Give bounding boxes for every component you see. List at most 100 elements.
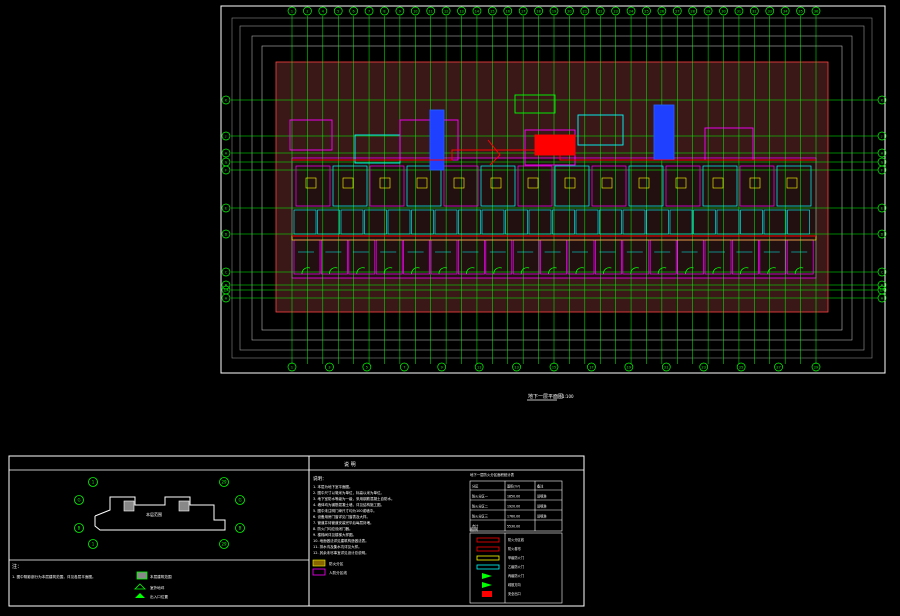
area-cell: 防火分区三 (472, 514, 488, 519)
axis-label-top: 12 (444, 10, 448, 14)
axis-bubble-bottom (325, 362, 334, 372)
equipment (638, 177, 650, 189)
axis-label-left: 1/A (223, 288, 229, 292)
legend-symbol (476, 537, 500, 543)
axis-label-top: 24 (629, 10, 633, 14)
axis-label-bottom: 27 (776, 366, 780, 370)
corridor-room (763, 209, 787, 235)
legend-item-label: 安全出口 (508, 591, 521, 596)
equipment (527, 177, 539, 189)
axis-bubble-right (877, 203, 887, 213)
axis-label-top: 30 (721, 10, 725, 14)
swatch-civil-defense (312, 568, 326, 576)
notes-lines: 1. 本层为地下室平面图。2. 图中尺寸以毫米为单位，标高以米为单位。3. 地下… (313, 484, 394, 555)
axis-label-left: E (225, 206, 227, 210)
note-line: 4. 墙体均为钢筋混凝土墙，详见结构施工图。 (313, 502, 384, 507)
key-legend-1: 室外地坪 (150, 585, 165, 590)
legend-symbol (482, 591, 492, 597)
axis-bubble-top (410, 6, 420, 16)
axis-bubble-top (534, 6, 543, 16)
axis-bubble-top (488, 6, 497, 16)
axis-label-top: 9 (399, 10, 401, 14)
axis-label-left: H (225, 151, 228, 155)
equipment (490, 177, 502, 189)
legend-table-grid (469, 532, 563, 604)
upper-room (702, 165, 738, 207)
axis-label-top: 4 (322, 10, 324, 14)
area-cell: 合计 (472, 524, 479, 529)
key-plan-note: 1. 图中阴影部分为本层建筑范围，详见各层平面图。 (12, 574, 96, 579)
axis-bubble-right (877, 280, 887, 290)
upper-room (295, 165, 331, 207)
door-swing (493, 267, 502, 275)
axis-label-top: 5 (337, 10, 339, 14)
axis-label-bottom: 13 (514, 366, 518, 370)
legend-item-label: 甲级防火门 (508, 555, 524, 560)
axis-bubble-left (221, 165, 231, 175)
axis-bubble-top (380, 6, 389, 16)
axis-label-top: 23 (613, 10, 617, 14)
key-plan-block-label: 本层范围 (146, 511, 162, 517)
area-table-grid (469, 480, 563, 532)
legend-symbol (482, 573, 492, 579)
axis-label-right: B (881, 283, 883, 287)
axis-label-bottom: 5 (366, 366, 368, 370)
legend-symbol (482, 582, 492, 588)
legend-item-label: 防火分区线 (508, 537, 525, 542)
upper-room (776, 165, 812, 207)
axis-label-top: 21 (583, 10, 587, 14)
upper-room (332, 165, 368, 207)
swatch-label-1: 人防分区线 (329, 570, 347, 575)
door-swing (739, 267, 749, 275)
axis-label-top: 28 (691, 10, 695, 14)
axis-label-left: F (225, 168, 227, 172)
axis-label-right: G (881, 160, 884, 164)
axis-bubble-top (457, 6, 466, 16)
note-line: 10. 地面做法详见建筑构造做法表。 (313, 538, 369, 543)
axis-label-top: 2 (306, 10, 308, 14)
axis-label-top: 29 (706, 10, 710, 14)
door-swing (575, 267, 585, 275)
axis-label-right: J (881, 134, 883, 138)
axis-label-top: 32 (752, 10, 756, 14)
axis-bubble-right (877, 229, 887, 239)
key-axis-label: 29 (221, 480, 227, 485)
axis-label-top: 7 (368, 10, 370, 14)
area-cell: 防火分区一 (472, 494, 489, 499)
equipment (416, 177, 428, 189)
axis-bubble-left (221, 229, 231, 239)
note-line: 7. 管道井待管道安装完毕后每层封堵。 (313, 520, 373, 525)
axis-bubble-bottom (699, 362, 709, 372)
notes-header: 说 明 (344, 461, 356, 468)
door-swing (630, 267, 639, 275)
legend-item-label: 防火卷帘 (508, 546, 521, 551)
axis-label-top: 22 (598, 10, 602, 14)
axis-bubble-left (221, 267, 231, 277)
door-swing (685, 267, 694, 275)
axis-bubble-top (765, 6, 775, 16)
key-plan-note-title: 注： (12, 563, 22, 570)
upper-room (443, 165, 479, 207)
legend-item-label: 丙级防火门 (508, 573, 524, 578)
axis-label-bottom: 9 (441, 366, 443, 370)
axis-label-top: 26 (660, 10, 664, 14)
area-cell: 设喷淋 (537, 494, 547, 499)
equipment (564, 177, 576, 189)
axis-label-top: 15 (490, 10, 494, 14)
key-axis-label: G (77, 498, 80, 503)
axis-bubble-top (349, 6, 358, 16)
axis-bubble-bottom (437, 362, 447, 372)
note-line: 11. 排水沟及集水坑详见大样。 (313, 544, 362, 549)
axis-bubble-bottom (811, 362, 821, 372)
area-cell: 1850.00 (507, 495, 520, 499)
key-axis-label: B (78, 526, 81, 531)
axis-label-left: J (225, 134, 227, 138)
axis-grid-lines (231, 16, 878, 364)
axis-bubble-right (877, 165, 887, 175)
corridor-room (646, 209, 669, 235)
corridor-room (599, 209, 622, 235)
axis-bubble-top (287, 6, 297, 16)
corridor-room (481, 209, 505, 235)
axis-label-bottom: 1 (291, 366, 293, 370)
